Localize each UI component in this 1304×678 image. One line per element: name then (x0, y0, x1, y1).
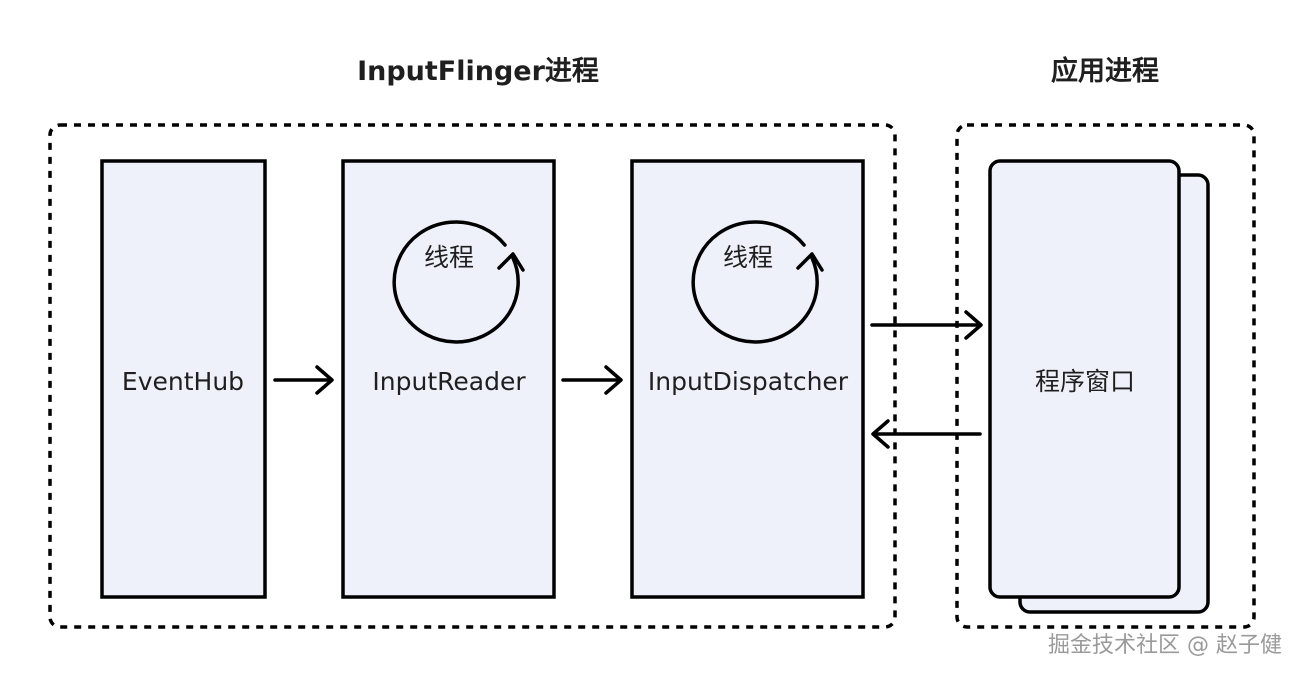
inputdispatcher-label: InputDispatcher (648, 367, 849, 396)
inputdispatcher-block: 线程 InputDispatcher (630, 159, 865, 599)
eventhub-box (100, 159, 267, 599)
app-window-label: 程序窗口 (1035, 367, 1135, 396)
inputflinger-process-group (48, 123, 897, 629)
inputdispatcher-box (630, 159, 865, 599)
thread-loop-arrowhead (497, 252, 525, 272)
watermark-text: 掘金技术社区 @ 赵子健 (1048, 633, 1282, 658)
thread-loop-arc (392, 220, 520, 344)
inputreader-thread-icon (392, 220, 525, 344)
inputdispatcher-thread-icon (691, 220, 824, 344)
app-window-block: 程序窗口 (988, 159, 1210, 614)
app-process-title: 应用进程 (1051, 55, 1159, 87)
inputflinger-process-title: InputFlinger进程 (357, 56, 599, 87)
arrow-dispatcher-to-app-window (870, 310, 983, 340)
app-window-front-card (988, 159, 1181, 599)
inputdispatcher-thread-label: 线程 (723, 243, 773, 272)
eventhub-block: EventHub (100, 159, 267, 599)
arrow-app-window-to-dispatcher (871, 419, 982, 449)
app-process-group (955, 123, 1256, 629)
inputreader-label: InputReader (372, 367, 526, 396)
eventhub-label: EventHub (122, 367, 244, 396)
inputreader-block: 线程 InputReader (341, 159, 556, 599)
arrow-eventhub-to-inputreader (273, 365, 334, 395)
inputreader-thread-label: 线程 (424, 243, 474, 272)
thread-loop-arc (691, 220, 819, 344)
thread-loop-arrowhead (796, 252, 824, 272)
inputreader-box (341, 159, 556, 599)
arrow-inputreader-to-inputdispatcher (561, 365, 623, 395)
